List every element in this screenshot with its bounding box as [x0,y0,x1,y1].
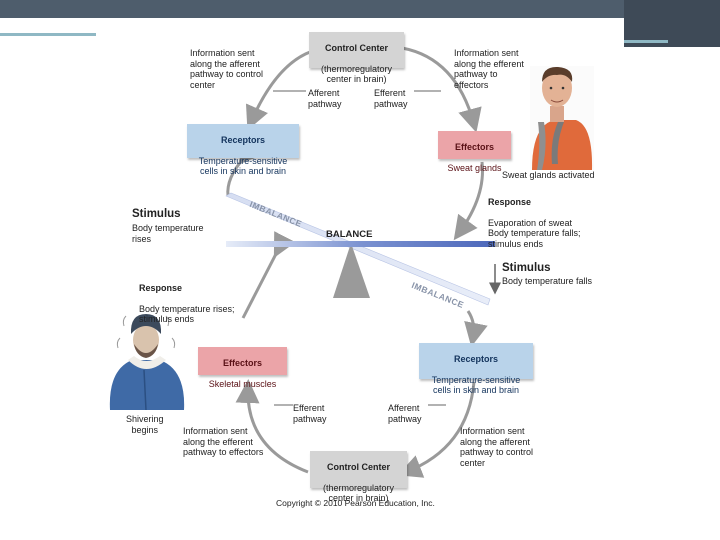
arrow-response-bottom [241,231,296,319]
efferent-pathway-bottom: Efferent pathway [293,403,327,424]
response-bottom-title: Response [139,282,183,293]
slide-corner-block [624,0,720,47]
response-bottom-body: Body temperature rises; stimulus ends [139,303,235,325]
control-center-bottom-body: (thermoregulatory center in brain) [322,482,395,504]
receptors-bottom-body: Temperature-sensitive cells in skin and … [431,374,521,396]
arrow-stimulus-to-receptors-bottom [464,310,488,347]
response-top-title: Response [488,196,532,207]
receptors-bottom: Receptors Temperature-sensitive cells in… [419,343,533,395]
response-top: Response Evaporation of sweat Body tempe… [488,186,581,249]
shivering-caption: Shivering begins [126,414,164,435]
response-bottom: Response Body temperature rises; stimulu… [139,272,235,325]
arrow-control-to-effectors-bottom [235,379,309,474]
info-afferent-bottom: Information sent along the afferent path… [460,426,534,468]
afferent-pathway-bottom: Afferent pathway [388,403,422,424]
receptors-top-body: Temperature-sensitive cells in skin and … [198,155,288,177]
effectors-top-title: Effectors [454,141,494,152]
control-center-top: Control Center (thermoregulatory center … [309,32,404,84]
slide-accent-line-right [624,40,668,43]
response-top-body: Evaporation of sweat Body temperature fa… [488,217,581,249]
info-afferent-top: Information sent along the afferent path… [190,48,264,90]
info-efferent-bottom: Information sent along the efferent path… [183,426,264,457]
stimulus-top-body: Body temperature rises [132,223,204,244]
control-center-top-body: (thermoregulatory center in brain) [320,63,393,85]
receptors-top: Receptors Temperature-sensitive cells in… [187,124,299,176]
effectors-top-body: Sweat glands [447,162,502,173]
shivering-man-icon [109,314,185,411]
arrow-effectors-to-response [453,161,485,241]
efferent-pathway-top: Efferent pathway [374,88,408,109]
receptors-top-title: Receptors [220,134,265,145]
effectors-bottom: Effectors Skeletal muscles [198,347,287,389]
effectors-bottom-title: Effectors [222,357,262,368]
slide-top-bar [0,0,720,18]
arrow-control-to-effectors [401,46,482,133]
fulcrum [333,243,370,298]
slide-accent-line-left [0,33,96,36]
sweat-glands-caption: Sweat glands activated [502,170,595,180]
effectors-top: Effectors Sweat glands [438,131,511,173]
control-center-top-title: Control Center [325,42,388,53]
afferent-pathway-top: Afferent pathway [308,88,342,109]
stimulus-bottom-body: Body temperature falls [502,276,593,286]
control-center-bottom-title: Control Center [327,461,390,472]
arrow-receptors-to-control-bottom [397,381,476,478]
stimulus-top-title: Stimulus [132,208,181,220]
info-efferent-top: Information sent along the efferent path… [454,48,524,90]
imbalance-beam [225,192,491,306]
receptors-bottom-title: Receptors [453,353,498,364]
sweating-man-icon [530,66,594,170]
figure-graphics [109,46,594,478]
arrow-stimulus-to-receptors [226,138,263,197]
balance-beam [226,241,495,247]
balance-label: BALANCE [326,229,373,240]
homeostasis-figure: Control Center (thermoregulatory center … [96,18,624,518]
effectors-bottom-body: Skeletal muscles [208,378,277,389]
copyright: Copyright © 2010 Pearson Education, Inc. [276,498,435,508]
control-center-bottom: Control Center (thermoregulatory center … [310,451,407,503]
stimulus-bottom-title: Stimulus [502,262,551,274]
